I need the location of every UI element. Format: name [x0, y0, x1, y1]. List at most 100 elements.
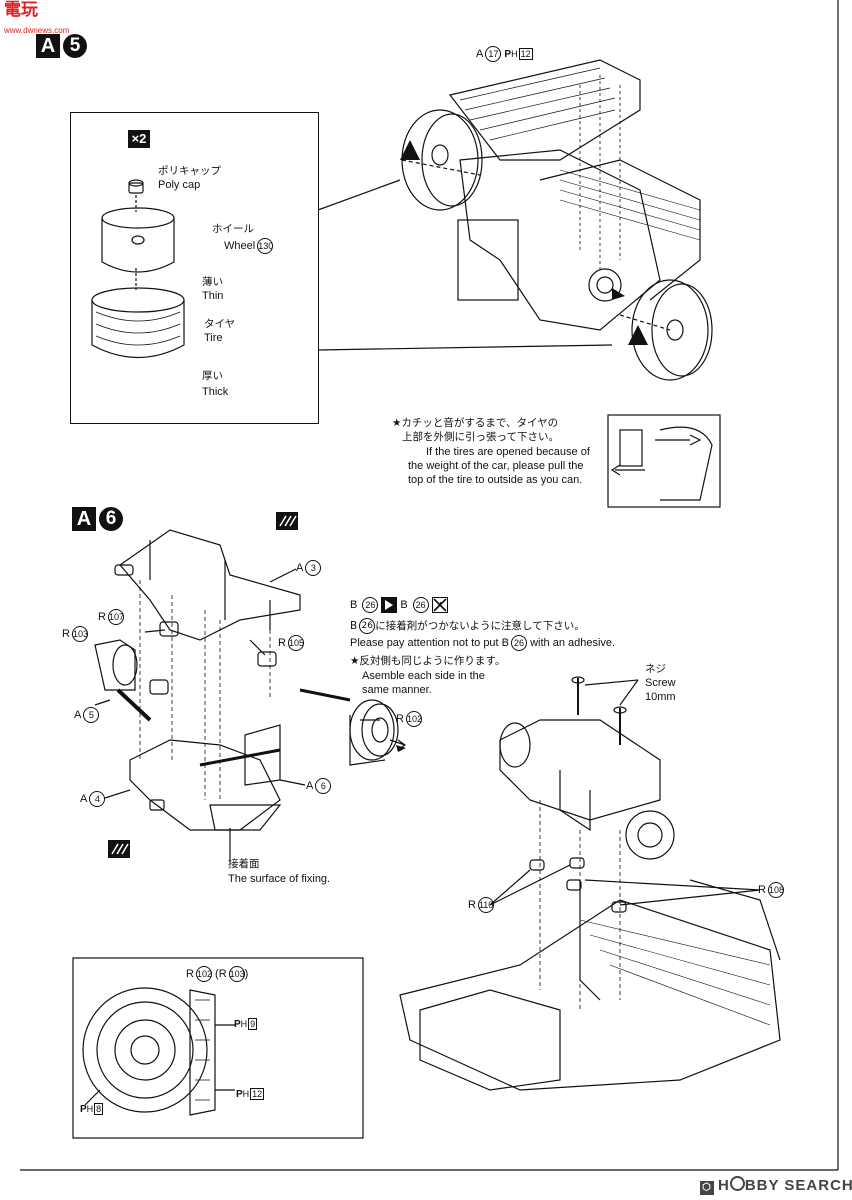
watermark-brand-rest: BBY SEARCH [744, 1177, 852, 1194]
same-manner-note-en-2: same manner. [362, 684, 432, 696]
part-b26-letter-2: B [400, 598, 408, 611]
paint-ph9-letter: P [234, 1019, 241, 1030]
part-b26-header: B 26 B 26 [350, 597, 448, 613]
paint-ph12-letter: P [236, 1089, 243, 1100]
tire-note-en-1: If the tires are opened because of [426, 446, 590, 458]
wheel-part-number: 130 [257, 238, 273, 254]
part-a5-number: 5 [83, 707, 100, 723]
multiplier-badge: ×2 [128, 130, 150, 148]
part-b26-letter: B [350, 598, 358, 611]
step-a6-badge: A 6 [72, 507, 123, 531]
adhesive-note-letter: B [350, 620, 358, 632]
disc-part-r103-number: 103 [228, 966, 245, 982]
part-r102-number: 102 [405, 711, 422, 727]
step-a5-number: 5 [63, 34, 87, 58]
part-r103-number: 103 [71, 626, 88, 642]
part-a3-letter: A [296, 561, 304, 574]
wheel-label-jp: ホイール [212, 223, 254, 235]
part-b26-number: 26 [362, 597, 379, 613]
poly-cap-label-jp: ポリキャップ [158, 165, 221, 177]
part-a5-letter: A [74, 708, 82, 721]
poly-cap-label: Poly cap [158, 179, 201, 191]
tire-label: Tire [204, 332, 223, 344]
glue-icon [108, 840, 130, 858]
left-side-icon [381, 597, 398, 613]
part-r110-letter: R [468, 898, 476, 911]
watermark-logo-icon: ⬡ [700, 1181, 714, 1195]
screw-label: Screw [645, 677, 676, 689]
tire-note-jp-2: 上部を外側に引っ張って下さい。 [402, 431, 559, 443]
front-chassis-drawing [399, 676, 781, 1091]
part-b26-number-2: 26 [412, 597, 429, 613]
part-a3-number: 3 [305, 560, 322, 576]
glue-icon [276, 512, 298, 530]
wheel-exploded-drawing [91, 179, 185, 358]
paint-ph8-number: 8 [94, 1103, 104, 1115]
part-a6-number: 6 [315, 778, 332, 794]
watermark-brand-initial: H [718, 1177, 730, 1194]
thin-label: Thin [202, 290, 224, 302]
step-a5-badge: A 5 [36, 34, 87, 58]
part-r103-letter: R [62, 627, 70, 640]
wheel-inset-box [70, 112, 319, 424]
paint-ph12-number: 12 [250, 1088, 265, 1100]
part-r107-number: 107 [107, 609, 124, 625]
part-r110-number: 110 [477, 897, 494, 913]
screw-size: 10mm [645, 691, 676, 703]
tire-note-jp-1: ★カチッと音がするまで、タイヤの [392, 417, 559, 429]
disc-part-r103-letter: R [218, 967, 227, 980]
fixing-surface-label-jp: 接着面 [228, 858, 260, 871]
part-r105-letter: R [278, 636, 286, 649]
no-glue-icon [431, 597, 448, 613]
adhesive-note-part: 26 [359, 618, 376, 634]
step-a6-letter: A [72, 507, 96, 531]
paint-ph8-sub: H [86, 1104, 94, 1114]
thick-label-jp: 厚い [202, 370, 223, 382]
thick-label: Thick [202, 386, 229, 398]
fixing-surface-jp-text: 接着面 [228, 858, 260, 870]
paint-ph12-sub: H [242, 1089, 250, 1099]
paint-letter: P [504, 48, 512, 60]
disc-part-r102-number: 102 [195, 966, 212, 982]
fixing-surface-label: The surface of fixing. [228, 873, 331, 885]
step-a6-number: 6 [99, 507, 123, 531]
paint-sub: H [511, 48, 518, 59]
front-suspension-drawing [94, 529, 301, 862]
site-logo: 電玩 [4, 0, 38, 20]
step-a5-letter: A [36, 34, 60, 58]
part-a17-number: 17 [485, 46, 502, 62]
watermark: ⬡ H BBY SEARCH [700, 1176, 852, 1195]
part-r108-letter: R [758, 883, 766, 896]
part-a6-letter: A [306, 779, 314, 792]
paint-ph12: PH [504, 48, 517, 61]
disc-part-r102-letter: R [186, 967, 194, 980]
paint-number: 12 [518, 47, 533, 60]
rear-chassis-drawing [401, 59, 713, 381]
hub-drawing [299, 688, 407, 766]
adhesive-note-en-tail: with an adhesive. [530, 636, 616, 649]
paint-ph9-sub: H [240, 1019, 248, 1029]
same-manner-note-jp: ★反対側も同じように作ります。 [350, 655, 506, 667]
part-r105-number: 105 [287, 635, 304, 651]
disc-inset-drawing [82, 987, 235, 1116]
watermark-o-icon [729, 1176, 745, 1191]
